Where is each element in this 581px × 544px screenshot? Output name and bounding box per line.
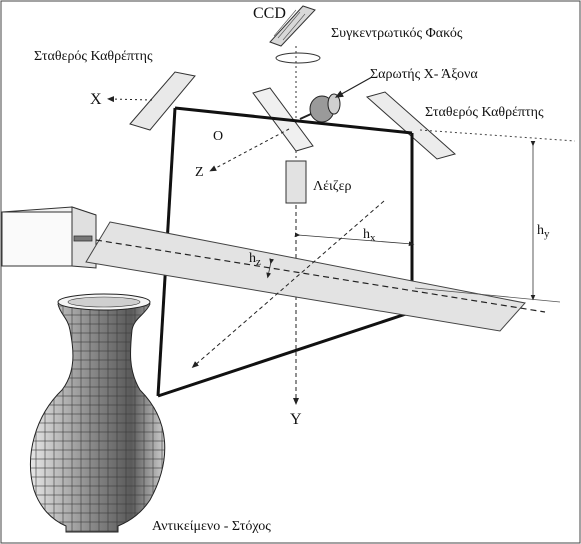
- fixed-mirror-right: [365, 91, 457, 160]
- z-axis-arrow: [209, 128, 290, 172]
- condenser-lens: [275, 52, 321, 64]
- ccd-sensor: [269, 5, 316, 47]
- target-label: Αντικείμενο - Στόχος: [152, 519, 271, 534]
- z-axis-label: Z: [195, 165, 204, 180]
- laser-label: Λέιζερ: [313, 179, 351, 194]
- hx-dimension: [294, 232, 415, 247]
- hz-label: hz: [249, 251, 261, 268]
- beam-top: [174, 106, 413, 135]
- scanner-label: Σαρωτής Χ- Άξονα: [370, 67, 478, 82]
- beam-bottom: [157, 310, 413, 398]
- hx-subscript: x: [370, 232, 376, 244]
- hy-symbol: h: [537, 223, 544, 238]
- laser-unit: [285, 160, 307, 204]
- scanner-motor: [299, 93, 341, 123]
- scanner-pointer: [334, 76, 373, 98]
- hy-label: hy: [537, 223, 550, 240]
- rail-axis: [95, 239, 546, 313]
- platform-rail: [85, 221, 526, 332]
- hz-symbol: h: [249, 251, 256, 266]
- hx-label: hx: [363, 227, 376, 244]
- lens-label: Συγκεντρωτικός Φακός: [331, 26, 463, 41]
- hy-subscript: y: [544, 228, 550, 240]
- y-axis-label: Y: [290, 411, 302, 428]
- x-axis-label: X: [90, 91, 102, 108]
- x-axis-arrow: [107, 96, 153, 103]
- vase-target: [30, 293, 166, 533]
- fixed-mirror-left-label: Σταθερός Καθρέπτης: [34, 49, 153, 64]
- fixed-mirror-right-label: Σταθερός Καθρέπτης: [425, 105, 544, 120]
- hz-dimension: [266, 258, 275, 279]
- origin-label: O: [213, 129, 223, 144]
- rail-edge-line: [414, 287, 561, 303]
- camera-box: [1, 206, 97, 269]
- ccd-label: CCD: [253, 5, 286, 22]
- fixed-mirror-left: [129, 71, 196, 131]
- hx-symbol: h: [363, 227, 370, 242]
- hz-subscript: z: [256, 256, 261, 268]
- right-mirror-axis: [419, 129, 576, 142]
